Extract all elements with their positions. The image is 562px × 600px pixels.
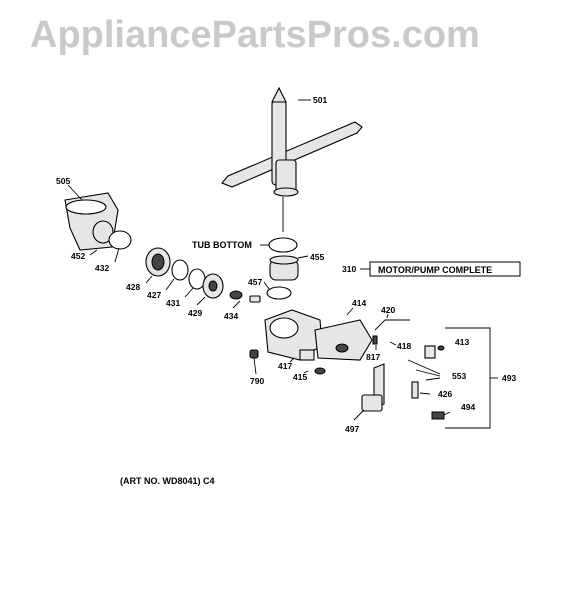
leader-553a [407,359,441,375]
tub-bottom-label: TUB BOTTOM [192,240,252,250]
label-553: 553 [452,371,466,381]
leader-790 [253,357,257,375]
leader-431 [184,287,194,298]
leader-494 [443,411,451,416]
leader-455 [297,255,309,259]
label-790: 790 [250,376,264,386]
label-494: 494 [461,402,475,412]
spray-arm-501 [221,86,363,232]
leader-429 [196,296,206,306]
label-417: 417 [278,361,292,371]
wire-420 [374,319,410,331]
leader-428 [145,275,153,284]
leader-497 [353,409,365,421]
part-494 [431,411,445,420]
leader-414 [346,307,354,316]
leader-457 [263,281,270,290]
leader-418 [389,341,397,346]
ring-457 [266,286,292,300]
label-413: 413 [455,337,469,347]
part-426 [411,381,419,399]
watermark-text: AppliancePartsPros.com [30,14,480,56]
label-432: 432 [95,263,109,273]
tub-bottom-ring [268,237,298,253]
part-434 [229,290,243,300]
art-number: (ART NO. WD8041) C4 [120,476,215,486]
leader-415 [303,370,309,374]
label-434: 434 [224,311,238,321]
leader-426 [419,392,431,395]
motor-pump-label: MOTOR/PUMP COMPLETE [378,265,492,275]
label-418: 418 [397,341,411,351]
part-817 [372,335,378,345]
part-497 [361,363,385,412]
label-414: 414 [352,298,366,308]
leader-420 [386,313,389,319]
label-505: 505 [56,176,70,186]
cover-429 [202,273,224,299]
label-501: 501 [313,95,327,105]
label-420: 420 [381,305,395,315]
label-428: 428 [126,282,140,292]
clamp-432 [108,230,132,250]
motor-pump-box [369,261,521,277]
housing-505 [64,192,119,251]
ring-427 [171,259,189,281]
label-497: 497 [345,424,359,434]
label-426: 426 [438,389,452,399]
part-413 [424,345,436,359]
leader-553c [425,377,441,381]
label-457: 457 [248,277,262,287]
leader-417 [289,357,295,363]
label-817: 817 [366,352,380,362]
label-455: 455 [310,252,324,262]
label-431: 431 [166,298,180,308]
leader-452 [89,249,98,256]
label-493: 493 [502,373,516,383]
impeller-428 [145,247,171,277]
motor-pump-assembly [264,309,373,361]
label-452: 452 [71,251,85,261]
label-415: 415 [293,372,307,382]
part-790 [249,349,259,359]
part-415 [314,367,326,375]
label-429: 429 [188,308,202,318]
leader-505 [67,184,83,201]
leader-432 [114,247,120,263]
label-310: 310 [342,264,356,274]
label-427: 427 [147,290,161,300]
leader-434 [232,300,241,309]
leader-553b [415,369,441,377]
leader-427 [165,278,175,291]
